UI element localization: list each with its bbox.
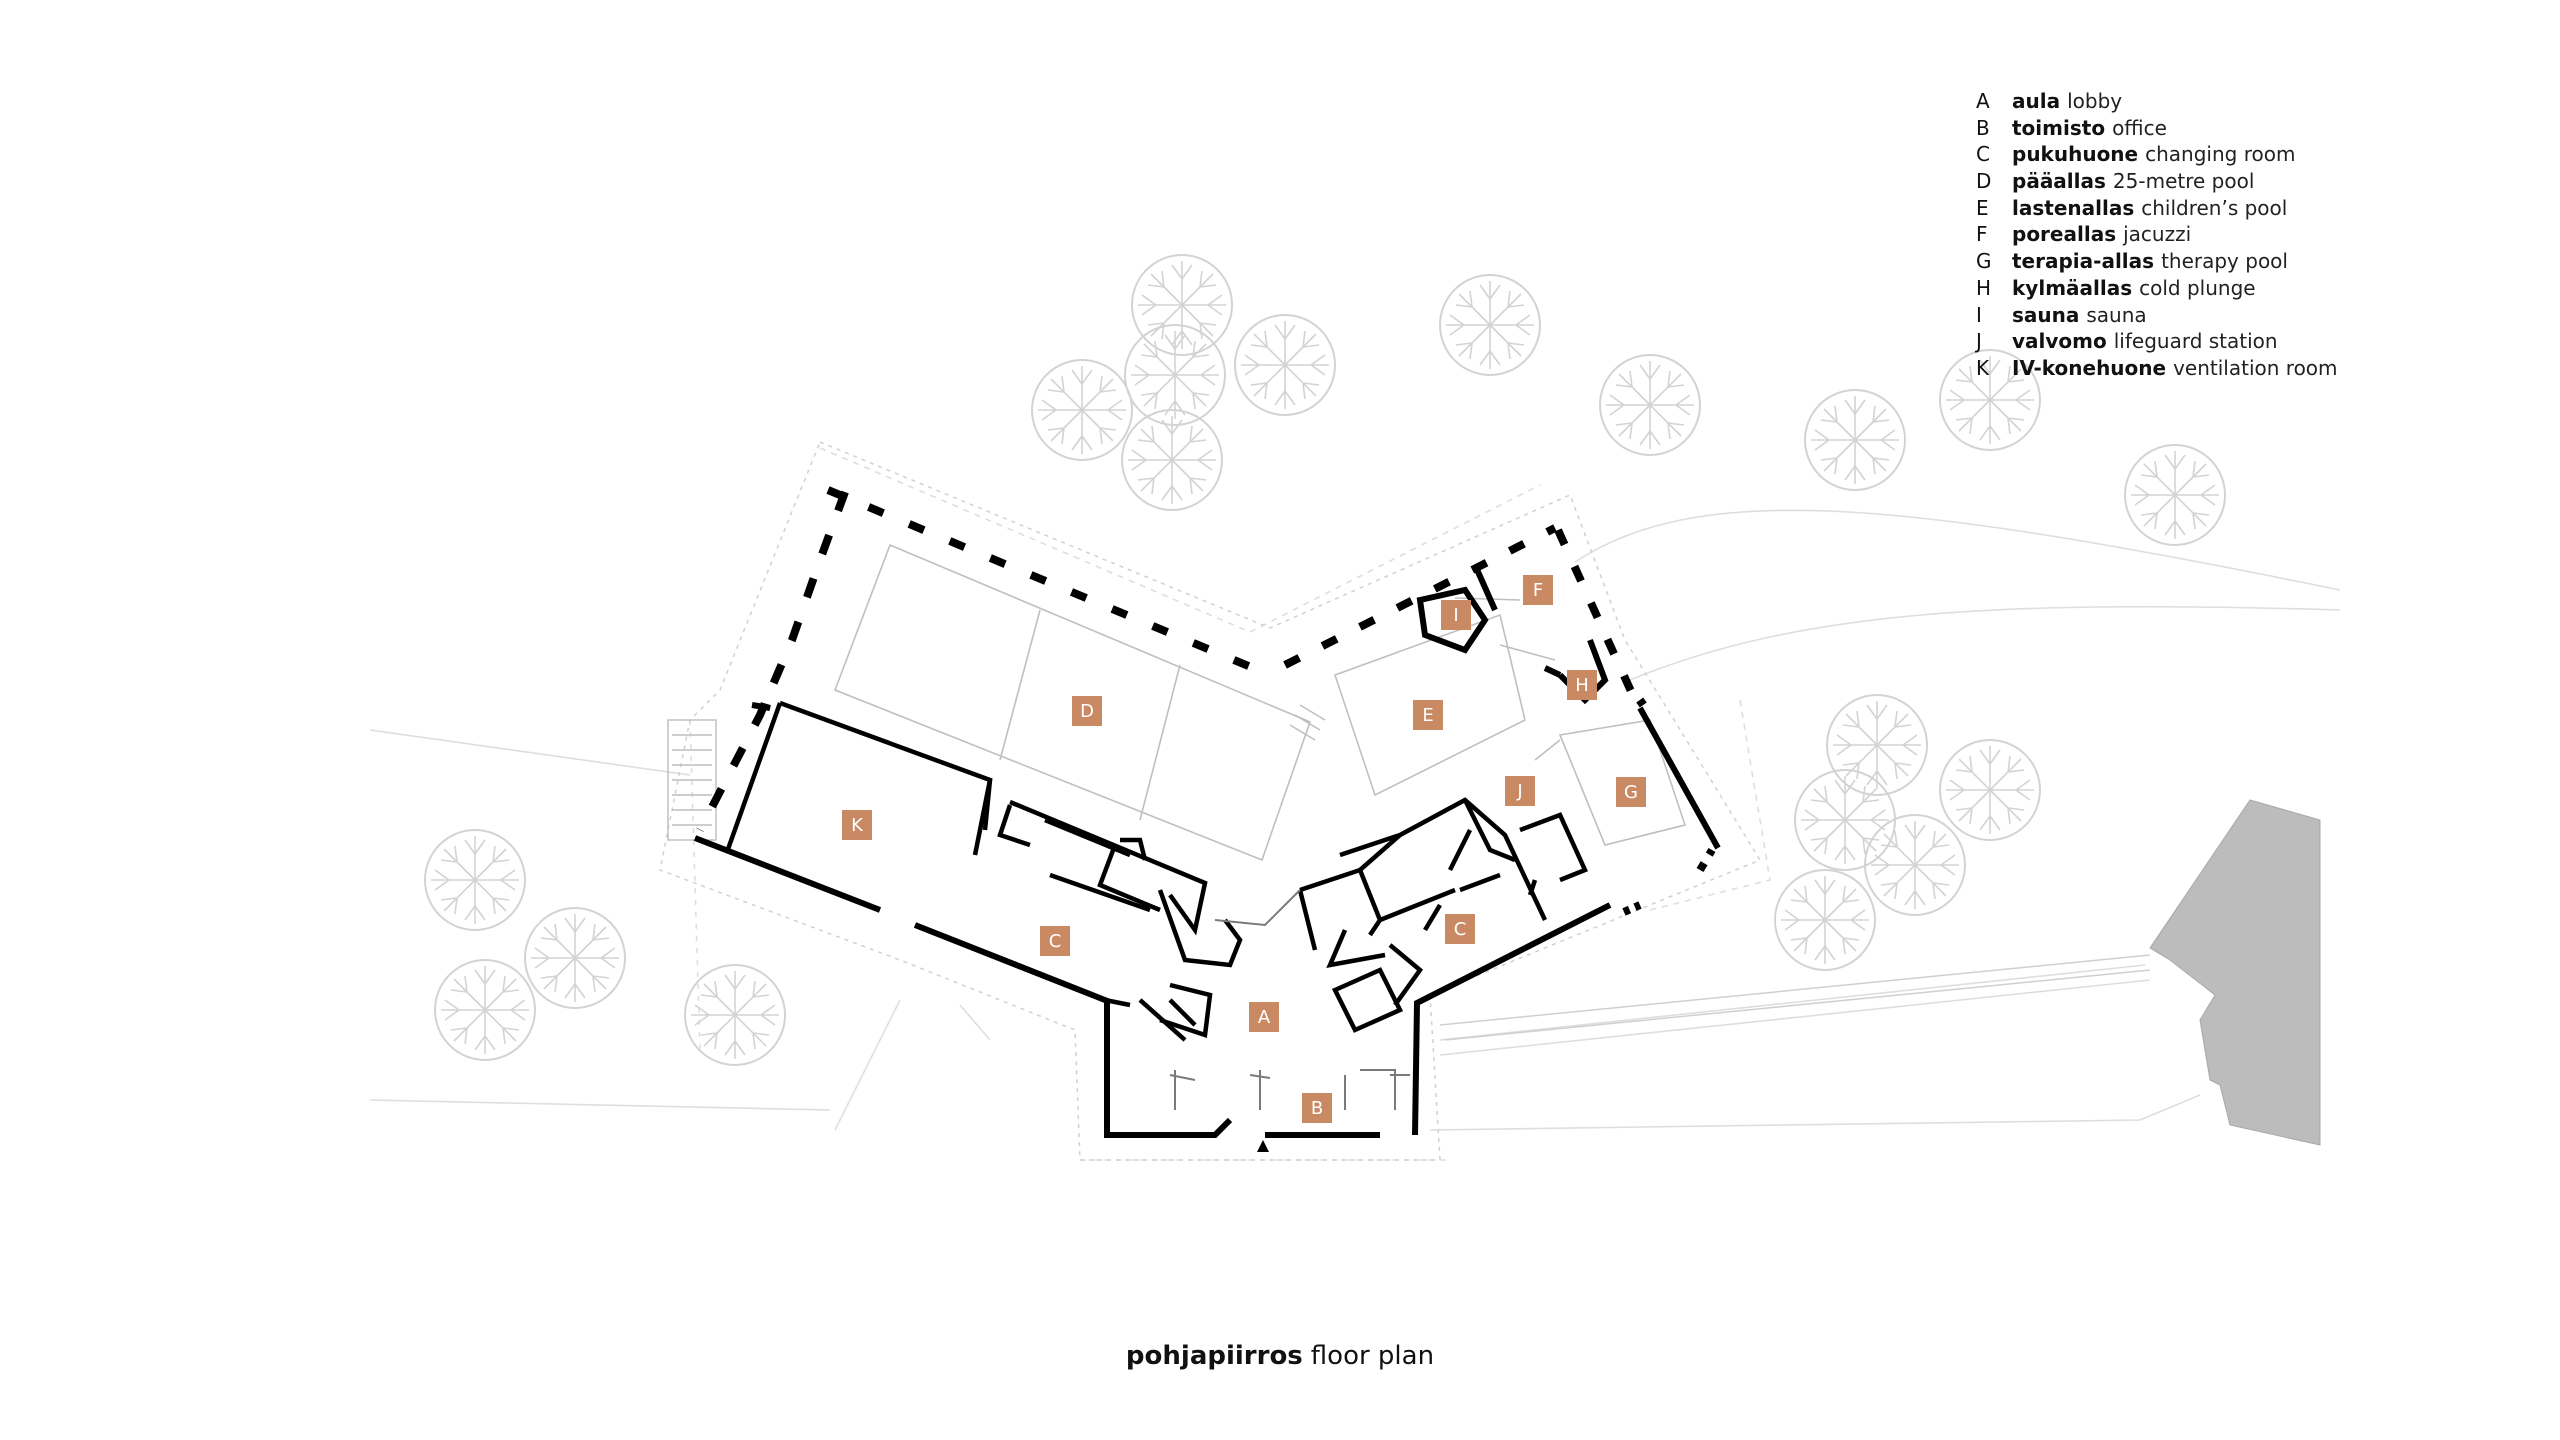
room-tag-i: I: [1453, 605, 1458, 626]
legend-letter: I: [1976, 302, 1982, 327]
legend-finnish: valvomo: [2012, 329, 2107, 354]
legend-letter: A: [1976, 89, 1990, 113]
room-tag-c2: C: [1454, 919, 1467, 940]
legend-english: 25-metre pool: [2112, 169, 2255, 194]
room-tag-e: E: [1422, 705, 1433, 726]
exterior-walls: [693, 697, 1721, 1138]
legend-finnish: IV-konehuone: [2012, 355, 2167, 380]
room-tag-g: G: [1624, 782, 1638, 803]
legend-english: therapy pool: [2161, 249, 2288, 274]
legend-letter: K: [1976, 355, 1990, 380]
legend-english: jacuzzi: [2123, 222, 2192, 247]
legend-english: office: [2112, 115, 2167, 140]
neighbor-building: [2149, 799, 2321, 1146]
legend-finnish: poreallas: [2012, 222, 2117, 247]
legend-finnish: pukuhuone: [2012, 142, 2139, 167]
roof-outline: [659, 441, 1762, 1161]
room-tag-f: F: [1533, 580, 1543, 601]
legend-english: cold plunge: [2139, 275, 2256, 300]
room-tag-b: B: [1311, 1098, 1323, 1119]
legend-english: children’s pool: [2141, 195, 2288, 220]
legend-english: ventilation room: [2173, 355, 2338, 380]
room-tag-k: K: [851, 815, 864, 836]
legend-english: lifeguard station: [2113, 329, 2278, 354]
room-tags: A B C C D E F G H I J K: [842, 575, 1646, 1123]
entrance-steps: [667, 704, 1326, 841]
legend-finnish: toimisto: [2012, 115, 2106, 140]
legend-letter: E: [1976, 195, 1989, 220]
room-tag-d: D: [1080, 701, 1094, 722]
legend-letter: B: [1976, 115, 1990, 140]
legend-letter: J: [1976, 329, 1982, 354]
legend-letter: H: [1976, 275, 1992, 300]
walkway: [1439, 954, 2151, 1041]
legend-english: sauna: [2086, 302, 2147, 327]
room-tag-j: J: [1516, 781, 1522, 802]
legend-letter: C: [1976, 142, 1990, 167]
caption-finnish: pohjapiirros: [1125, 1341, 1303, 1371]
tree-symbols: [424, 254, 2226, 1066]
legend-finnish: sauna: [2012, 302, 2080, 327]
room-tag-c1: C: [1049, 931, 1062, 952]
entrance-marker: [1257, 1140, 1269, 1152]
legend-letter: F: [1976, 222, 1988, 247]
legend-english: changing room: [2145, 142, 2296, 167]
legend-finnish: terapia-allas: [2012, 249, 2155, 274]
room-tag-h: H: [1575, 675, 1589, 696]
room-tag-a: A: [1258, 1007, 1271, 1028]
caption-english: floor plan: [1310, 1341, 1435, 1371]
site-context: [369, 447, 2341, 1161]
legend-english: lobby: [2067, 89, 2123, 113]
legend-finnish: aula: [2012, 89, 2061, 113]
pool-outlines: [833, 543, 1687, 862]
legend-letter: D: [1976, 169, 1992, 194]
interior-walls: [724, 700, 1589, 1042]
legend-finnish: kylmäallas: [2012, 275, 2133, 300]
legend-letter: G: [1976, 249, 1992, 274]
lobby-glazing: [1169, 889, 1410, 1110]
glazed-walls: [696, 486, 1716, 916]
legend-finnish: pääallas: [2012, 169, 2106, 194]
legend-finnish: lastenallas: [2012, 195, 2135, 220]
